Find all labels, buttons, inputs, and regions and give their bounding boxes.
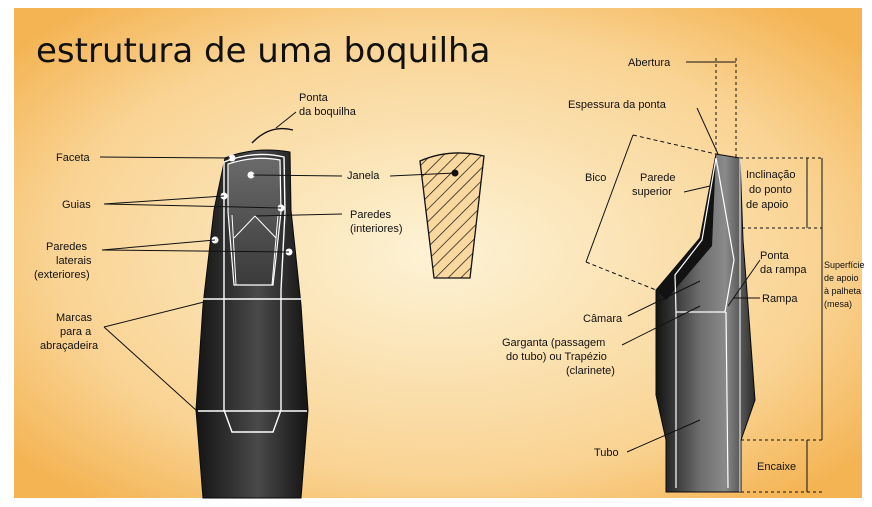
label-throat-line2: do tubo) ou Trapézio [506,351,607,363]
leader-side-walls-a [101,239,216,251]
label-inner-walls-line1: Paredes [350,209,391,221]
label-facet: Faceta [56,152,91,164]
label-beak: Bico [585,172,606,184]
inner-wall-left [231,214,237,286]
front-view-mouthpiece [195,149,309,499]
leader-window-cross [389,172,456,177]
label-side-walls-line1: Paredes [46,241,87,253]
label-upper-wall-line2: superior [632,186,672,198]
leader-window [252,174,343,177]
label-ligature-line3: abraçadeira [40,340,99,352]
label-throat-line1: Garganta (passagem [502,337,605,349]
leader-rails-a [103,195,225,205]
label-baffle: Rampa [762,293,798,305]
label-baffle-tip-line1: Ponta [760,250,790,262]
tip-arc [251,127,294,144]
leader-ligature-b [103,326,198,412]
leader-inner-walls-left [233,215,256,239]
leader-ligature-a [103,301,205,328]
label-ligature-line2: para a [60,326,92,338]
label-table-line1: Superfície [824,260,865,270]
cross-section [419,152,485,279]
label-window: Janela [347,170,380,182]
leader-tip [275,111,297,129]
leader-rails-b [103,203,282,209]
label-table-line4: (mesa) [824,299,852,309]
label-chamber: Câmara [583,313,623,325]
label-rails: Guias [62,199,91,211]
label-facing-line2: do ponto [749,184,792,196]
label-facing-line1: Inclinação [746,169,796,181]
label-tenon: Encaixe [757,461,796,473]
label-opening: Abertura [628,57,671,69]
leader-facet [99,156,231,159]
label-side-walls-line2: laterais [56,255,92,267]
label-table-line3: à palheta [824,286,861,296]
label-throat-line3: (clarinete) [566,365,615,377]
label-tip-thickness: Espessura da ponta [568,99,667,111]
label-side-walls-line3: (exteriores) [34,269,90,281]
page-title: estrutura de uma boquilha [36,31,490,71]
side-bore-right [725,311,729,489]
label-facing-line3: de apoio [746,199,788,211]
leader-inner-walls-right [254,215,277,239]
leader-side-walls-b [101,249,290,253]
front-window [227,157,282,286]
label-upper-wall-line1: Parede [640,172,675,184]
beak-dash-bottom [585,261,657,291]
label-bore: Tubo [594,447,619,459]
label-inner-walls-line2: (interiores) [350,223,403,235]
dot-window [247,171,255,179]
label-baffle-tip-line2: da rampa [760,264,807,276]
front-window-outline [223,153,286,433]
leader-bore [626,419,701,453]
leader-upper-wall [683,185,711,193]
label-ligature-line1: Marcas [56,312,93,324]
leader-tip-thickness [696,107,719,155]
beak-dash-top [632,134,717,155]
inner-wall-right [271,214,279,286]
leader-throat [621,305,701,346]
leader-chamber [627,280,701,317]
side-view-mouthpiece [655,153,756,493]
label-table-line2: de apoio [824,273,859,283]
leader-inner-walls [254,213,343,217]
label-tip-line2: da boquilha [299,106,357,118]
beak-arrow [585,134,634,263]
label-tip-line1: Ponta [299,92,329,104]
dot-facet [228,154,236,162]
